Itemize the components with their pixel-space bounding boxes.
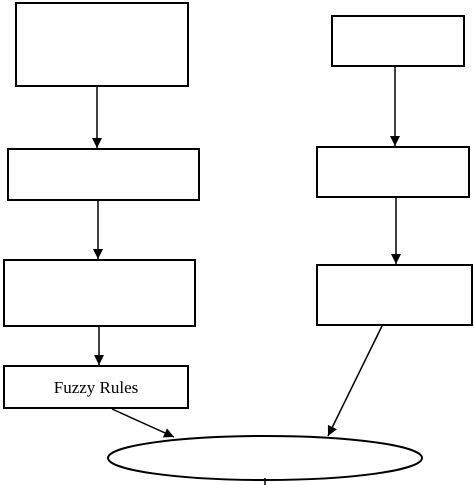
left-top-box: [15, 2, 189, 87]
right-top-box: [331, 15, 465, 67]
arrow-right-third-to-ellipse: [327, 325, 383, 437]
left-third-box: [3, 259, 196, 327]
left-second-box: [7, 148, 200, 201]
bottom-ellipse: [107, 435, 423, 481]
right-third-box: [316, 264, 473, 326]
arrow-fuzzy-rules-to-ellipse: [111, 408, 175, 438]
right-second-box: [316, 146, 470, 198]
fuzzy-rules-node: Fuzzy Rules: [3, 365, 189, 409]
fuzzy-rules-box: [3, 365, 189, 409]
fuzzy-rules-label: Fuzzy Rules: [54, 378, 139, 397]
